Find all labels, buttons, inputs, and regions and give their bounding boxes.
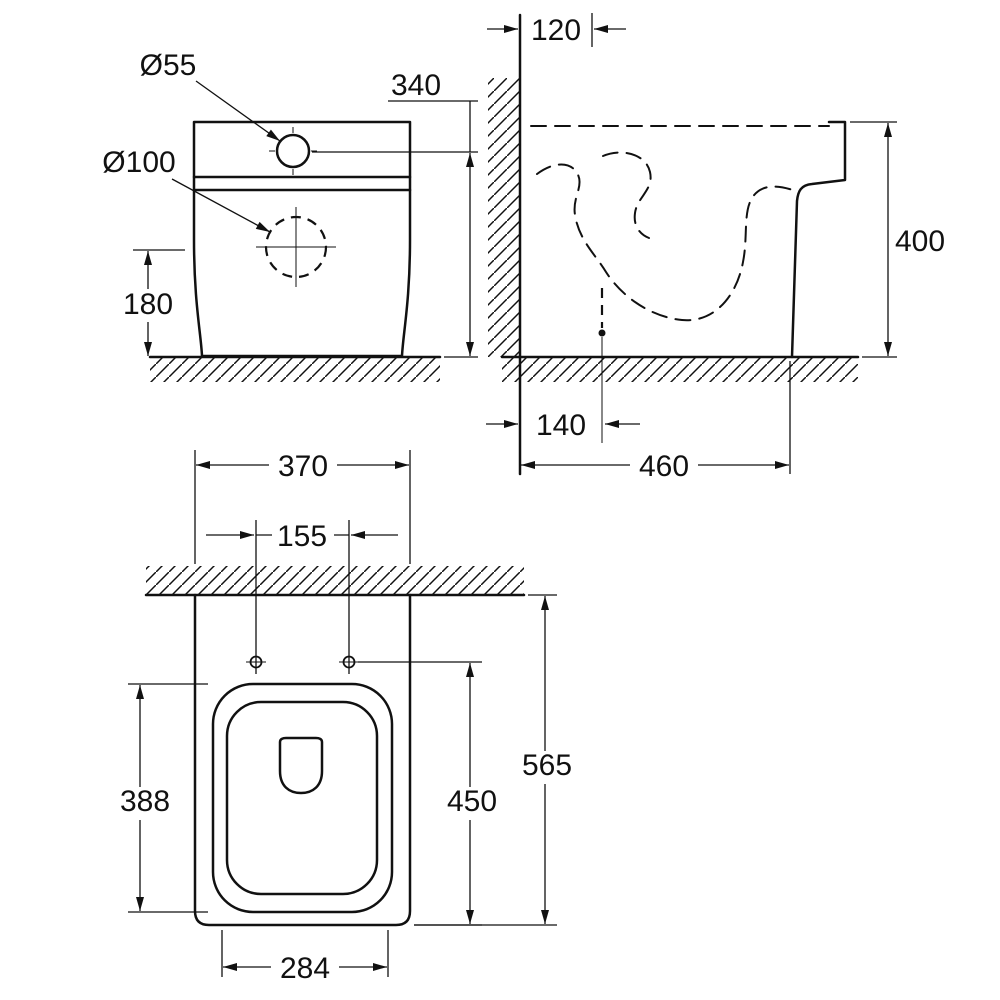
dim-label-388: 388	[120, 785, 170, 818]
flush-cup-outline	[278, 736, 324, 795]
label-mask	[269, 452, 337, 484]
dim-388: 388	[113, 683, 208, 913]
dim-284: 284	[221, 930, 389, 985]
dim-label-diameter-100: Ø100	[102, 146, 175, 179]
hole-55-circle	[275, 133, 311, 169]
floor-hatch	[502, 357, 858, 382]
label-mask	[119, 289, 177, 322]
label-mask	[516, 751, 578, 784]
callout-hole-55: Ø55	[140, 49, 281, 142]
drain-point	[598, 329, 606, 337]
dim-label-400: 400	[895, 225, 945, 258]
dim-label-284: 284	[280, 952, 330, 985]
leader-arrow	[195, 80, 281, 142]
dim-label-460: 460	[639, 450, 689, 483]
trap-hidden-outline	[602, 151, 652, 239]
dim-label-370: 370	[278, 450, 328, 483]
wall-hatch	[146, 566, 524, 595]
floor-hatch	[150, 357, 440, 382]
dim-label-565: 565	[522, 749, 572, 782]
dim-340: 340	[312, 69, 478, 358]
rear-profile-outline	[790, 120, 847, 359]
label-mask	[630, 452, 698, 484]
side-view: 120 400 140 460	[486, 13, 945, 484]
dim-155: 155	[206, 520, 398, 674]
front-view: 340 180 Ø55 Ø100	[102, 49, 478, 382]
hole-100	[256, 207, 336, 287]
dim-label-120: 120	[531, 14, 581, 47]
dim-label-340: 340	[391, 69, 441, 102]
dim-370: 370	[194, 450, 411, 564]
dim-label-diameter-55: Ø55	[140, 49, 197, 82]
dim-label-140: 140	[536, 409, 586, 442]
label-mask	[272, 523, 334, 553]
bowl-hidden-outline	[536, 163, 797, 322]
toilet-plan-outline	[193, 593, 412, 927]
dim-400: 400	[850, 121, 945, 358]
seat-outline	[211, 682, 394, 914]
dim-450: 450	[358, 661, 503, 926]
dim-140: 140	[486, 409, 640, 442]
dim-460: 460	[521, 361, 791, 484]
dim-label-180: 180	[123, 288, 173, 321]
label-mask	[271, 955, 339, 985]
leader-arrow	[171, 178, 271, 233]
plan-view: 370 155 388 450	[113, 450, 578, 985]
callout-hole-100: Ø100	[102, 146, 271, 233]
dim-label-155: 155	[277, 520, 327, 553]
dim-label-450: 450	[447, 785, 497, 818]
label-mask	[441, 787, 503, 820]
dim-565: 565	[414, 594, 578, 926]
dim-180: 180	[119, 249, 185, 356]
wall-hatch	[488, 78, 519, 357]
bowl-inner-outline	[225, 700, 379, 896]
dim-120: 120	[487, 13, 626, 47]
hole-55	[269, 127, 317, 175]
label-mask	[113, 787, 177, 820]
